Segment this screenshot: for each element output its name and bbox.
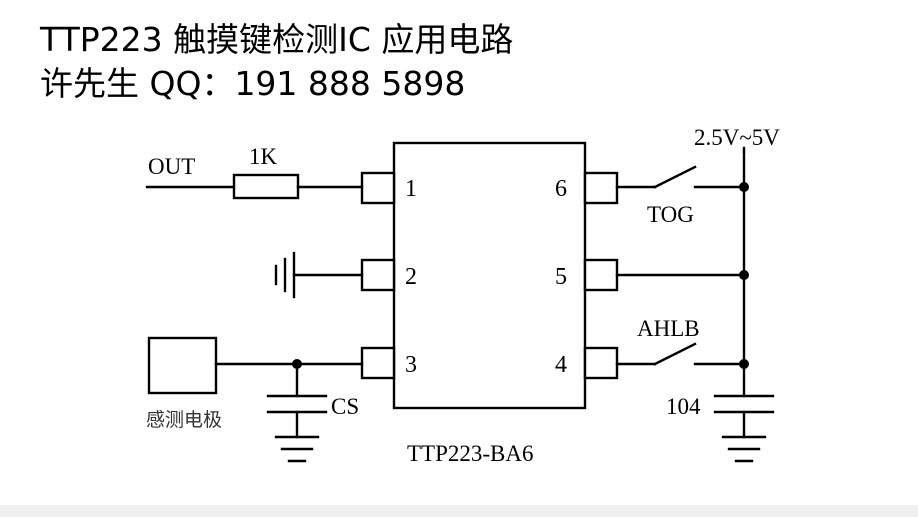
resistor-1k bbox=[232, 173, 300, 200]
junction-rail-6 bbox=[739, 182, 749, 192]
pin3-number: 3 bbox=[405, 352, 417, 378]
pin1-stub bbox=[360, 171, 396, 205]
resistor-label: 1K bbox=[249, 144, 278, 169]
pin4-number: 4 bbox=[555, 352, 567, 378]
cap-cs-label: CS bbox=[331, 394, 359, 419]
pin5-stub bbox=[583, 258, 619, 292]
out-label: OUT bbox=[148, 154, 195, 179]
cap-104-label: 104 bbox=[666, 394, 701, 419]
junction-cs bbox=[292, 359, 302, 369]
title-line-1: TTP223 触摸键检测IC 应用电路 bbox=[40, 20, 514, 59]
chip-body bbox=[392, 141, 587, 410]
ahlb-label: AHLB bbox=[637, 316, 700, 341]
junction-rail-4 bbox=[739, 359, 749, 369]
pin4-stub bbox=[583, 346, 619, 380]
sense-electrode bbox=[147, 336, 218, 395]
junction-rail-5 bbox=[739, 270, 749, 280]
pin1-number: 1 bbox=[405, 176, 417, 202]
pin3-stub bbox=[360, 346, 396, 380]
pin6-stub bbox=[583, 171, 619, 205]
bottom-strip bbox=[0, 505, 918, 517]
page-title: TTP223 触摸键检测IC 应用电路 许先生 QQ：191 888 5898 bbox=[40, 18, 513, 106]
tog-label: TOG bbox=[647, 202, 694, 227]
title-line-2: 许先生 QQ：191 888 5898 bbox=[40, 64, 466, 103]
pin6-number: 6 bbox=[555, 176, 567, 202]
pin2-stub bbox=[360, 258, 396, 292]
chip-label: TTP223-BA6 bbox=[407, 441, 534, 466]
sense-electrode-label: 感测电极 bbox=[146, 409, 222, 431]
supply-label: 2.5V~5V bbox=[694, 125, 780, 150]
tog-switch-blade bbox=[653, 165, 697, 189]
ahlb-switch-blade bbox=[653, 342, 697, 366]
pin2-number: 2 bbox=[405, 264, 417, 290]
pin5-number: 5 bbox=[555, 264, 567, 290]
